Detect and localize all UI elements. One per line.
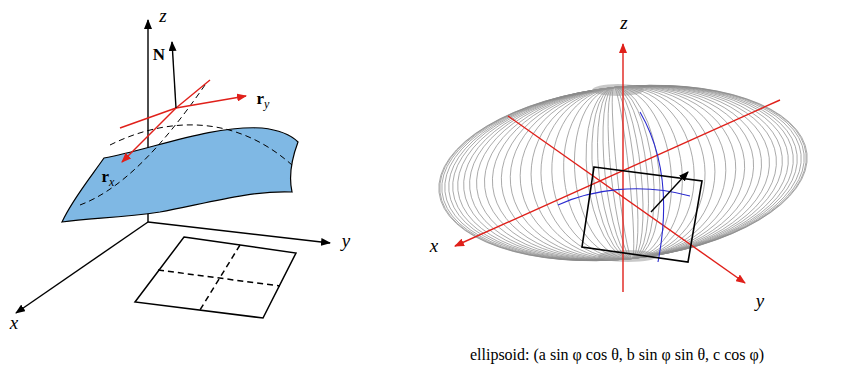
vector-label: rx bbox=[102, 168, 115, 188]
axis-label: x bbox=[430, 236, 438, 255]
right-axes bbox=[455, 44, 780, 292]
surface-gridline bbox=[80, 85, 205, 205]
surface-gridline bbox=[110, 125, 292, 165]
axis-label: x bbox=[10, 313, 18, 332]
normal-vector bbox=[172, 42, 176, 108]
axis-label: y bbox=[342, 231, 350, 250]
axis-label: y bbox=[756, 291, 764, 310]
tangent-arrow bbox=[651, 172, 688, 212]
axis-label: z bbox=[159, 6, 166, 25]
tangent-plane bbox=[582, 167, 702, 262]
vector-label: N bbox=[153, 46, 165, 63]
vector-label: ry bbox=[257, 90, 270, 110]
domain-square bbox=[135, 237, 296, 318]
axis-label: z bbox=[620, 13, 627, 32]
tangent-vectors bbox=[120, 80, 246, 162]
coordinate-curve bbox=[640, 112, 664, 262]
left-axes bbox=[16, 20, 330, 313]
pole-shade bbox=[592, 84, 644, 96]
surface-patch bbox=[62, 128, 298, 222]
caption-text: ellipsoid: (a sin φ cos θ, b sin φ sin θ… bbox=[470, 347, 764, 363]
